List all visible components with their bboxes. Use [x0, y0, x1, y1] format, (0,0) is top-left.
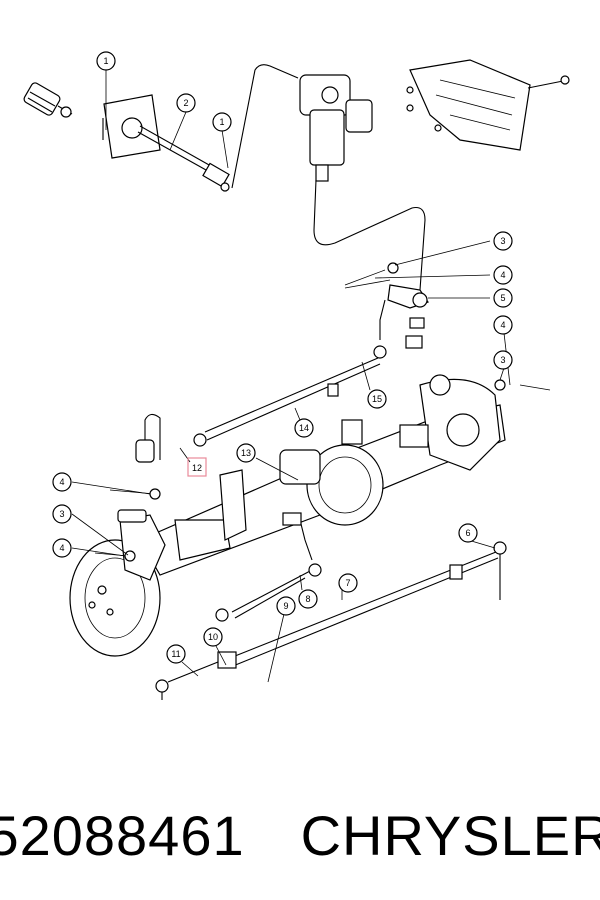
drag-link [193, 345, 387, 447]
pitman-arm [344, 279, 429, 349]
callout: 2 [176, 93, 196, 113]
svg-text:3: 3 [59, 509, 64, 519]
left-knuckle-rotor [69, 413, 247, 657]
svg-text:9: 9 [283, 601, 288, 611]
svg-text:12: 12 [192, 463, 202, 473]
callout: 1 [212, 112, 232, 132]
callout: 7 [338, 573, 358, 593]
steering-linkage-diagram: 1 1 2 3 4 5 4 3 15 14 12 13 4 3 4 6 7 8 … [23, 51, 570, 700]
callout: 3 [493, 350, 513, 370]
callout: 3 [52, 504, 72, 524]
steering-damper [215, 512, 322, 622]
svg-text:11: 11 [171, 649, 180, 659]
callout: 11 [166, 644, 186, 664]
steering-shaft-assembly [23, 82, 230, 192]
svg-text:6: 6 [465, 528, 470, 538]
svg-text:2: 2 [183, 98, 188, 108]
callout: 13 [236, 443, 256, 463]
callout: 6 [458, 523, 478, 543]
steering-gear-assembly [231, 64, 426, 291]
svg-text:4: 4 [500, 270, 505, 280]
callout: 4 [493, 315, 513, 335]
callout: 10 [203, 627, 223, 647]
part-caption: 52088461 CHRYSLER [0, 790, 600, 880]
svg-text:3: 3 [500, 355, 505, 365]
svg-text:8: 8 [305, 594, 310, 604]
callouts: 1 1 2 3 4 5 4 3 15 14 12 13 4 3 4 6 7 8 … [52, 51, 513, 664]
svg-text:15: 15 [372, 394, 382, 404]
svg-text:1: 1 [219, 117, 224, 127]
callout: 4 [52, 538, 72, 558]
callout: 4 [52, 472, 72, 492]
svg-text:4: 4 [59, 543, 64, 553]
callout: 8 [298, 589, 318, 609]
svg-text:4: 4 [59, 477, 64, 487]
svg-text:3: 3 [500, 236, 505, 246]
callout: 9 [276, 596, 296, 616]
tie-rod [155, 541, 507, 700]
svg-text:5: 5 [500, 293, 505, 303]
callout: 4 [493, 265, 513, 285]
svg-text:13: 13 [241, 448, 251, 458]
frame-bracket [406, 59, 570, 151]
svg-text:14: 14 [299, 423, 309, 433]
leader-lines [71, 70, 511, 683]
callout: 3 [493, 231, 513, 251]
svg-text:1: 1 [103, 56, 108, 66]
callout: 1 [96, 51, 116, 71]
svg-text:7: 7 [345, 578, 350, 588]
callout-highlighted: 12 [187, 457, 207, 477]
svg-text:10: 10 [208, 632, 218, 642]
svg-text:4: 4 [500, 320, 505, 330]
brand-name: CHRYSLER [300, 803, 600, 867]
part-number: 52088461 [0, 803, 245, 867]
callout: 14 [294, 418, 314, 438]
callout: 15 [367, 389, 387, 409]
callout: 5 [493, 288, 513, 308]
